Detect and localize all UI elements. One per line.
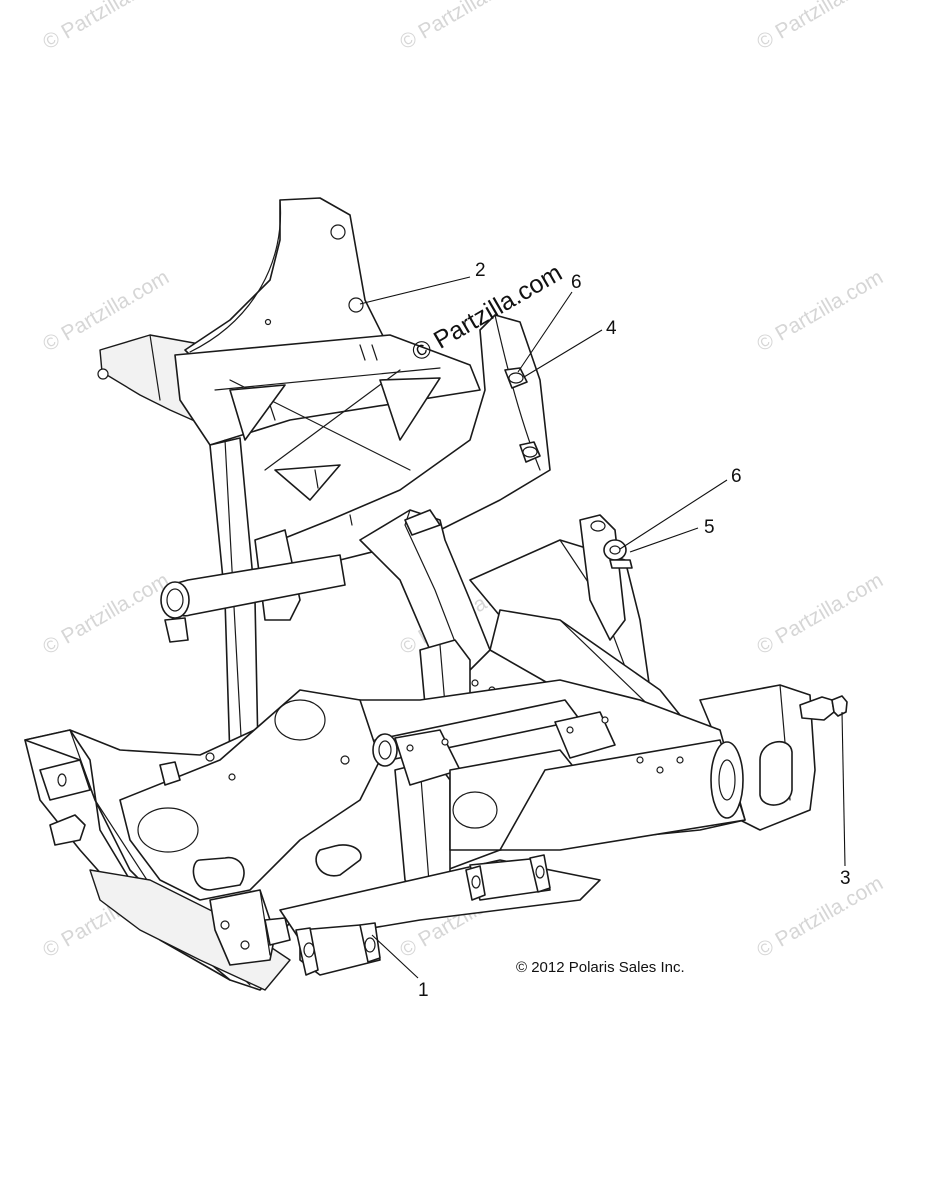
callout-label-6-lower: 6 — [731, 466, 742, 487]
callout-label-5: 5 — [704, 517, 715, 538]
watermark: © Partzilla.com — [753, 266, 887, 357]
watermark: © Partzilla.com — [753, 0, 887, 54]
callout-label-1: 1 — [418, 980, 429, 1001]
callout-label-2: 2 — [475, 260, 486, 281]
callout-leader-4 — [523, 329, 603, 378]
watermark: © Partzilla.com — [39, 0, 173, 54]
callout-leader-1 — [371, 934, 419, 979]
callout-leader-5 — [629, 527, 699, 553]
callout-leader-6-upper — [517, 291, 573, 373]
chassis-frame-drawing — [24, 197, 848, 991]
callout-label-3: 3 — [840, 868, 851, 889]
callout-leader-2 — [359, 276, 471, 305]
callout-label-6-upper: 6 — [571, 272, 582, 293]
callout-leader-3 — [841, 711, 846, 867]
watermark: © Partzilla.com — [396, 0, 530, 54]
watermark: © Partzilla.com — [753, 872, 887, 963]
callout-label-4: 4 — [606, 318, 617, 339]
callout-labels: 1 2 3 4 5 6 6 — [418, 260, 851, 1001]
watermark: © Partzilla.com — [753, 569, 887, 660]
callout-leader-6-lower — [619, 479, 728, 550]
watermark: © Partzilla.com — [39, 569, 173, 660]
callout-leaders — [359, 276, 846, 979]
copyright-notice: © 2012 Polaris Sales Inc. — [516, 959, 685, 976]
